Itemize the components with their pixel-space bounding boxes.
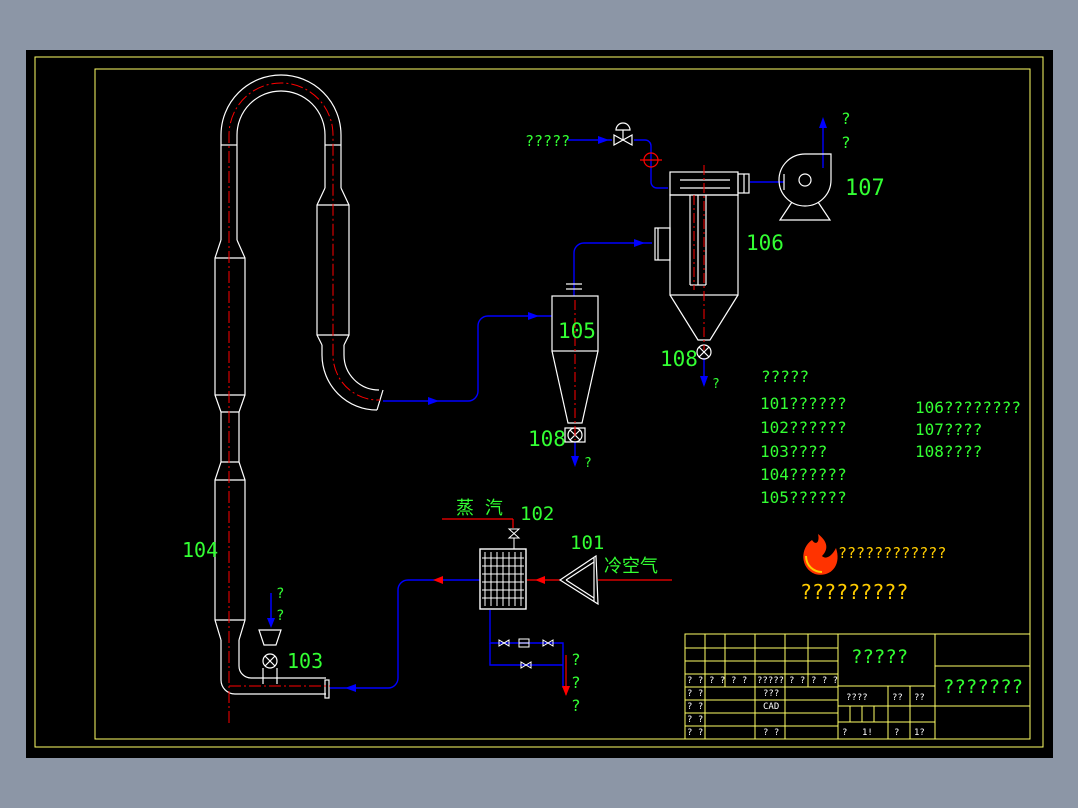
label-steam: 蒸 汽 (456, 498, 503, 519)
tb-cell: ????? (757, 676, 784, 686)
label-feed-1: ? (276, 586, 284, 602)
tb-bottom: 1? (914, 728, 925, 738)
drying-tube-104 (214, 74, 384, 699)
label-104: 104 (182, 538, 218, 562)
equipment-labels: 104 103 102 101 105 108 108 106 107 (182, 176, 885, 673)
label-103: 103 (287, 649, 323, 673)
stream-labels: 蒸 汽 冷空气 ????? ? ? ? ? ? ? ? ? ? (276, 109, 851, 715)
legend-item: 106???????? (915, 398, 1021, 417)
feeder-103 (258, 629, 282, 684)
company-name: ??????? (943, 676, 1023, 698)
tb-bottom: ? (894, 728, 899, 738)
tb-cell: ? ? (687, 689, 703, 699)
legend-item: 108???? (915, 442, 982, 461)
drawing-sheet (26, 50, 1053, 758)
fan-107 (778, 153, 832, 221)
scale-b: ?? (914, 693, 925, 703)
air-filter-101 (558, 554, 599, 606)
tb-cell: ? ? (687, 702, 703, 712)
label-feed-2: ? (276, 608, 284, 624)
feed-inlet-arrow (267, 593, 275, 628)
scale-a: ?? (892, 693, 903, 703)
label-out106: ? (712, 377, 720, 392)
tb-cell: ??? (763, 689, 779, 699)
label-out105: ? (584, 456, 592, 471)
red-flow-arrows (433, 576, 570, 696)
heater-102 (479, 528, 527, 610)
label-cold-air: 冷空气 (604, 556, 658, 577)
label-107: 107 (845, 176, 885, 201)
tb-cell: ? ? ? (811, 676, 838, 686)
legend-item: 105?????? (760, 488, 847, 507)
label-drain-1: ? (571, 650, 581, 669)
legend-item: 107???? (915, 420, 982, 439)
label-106: 106 (746, 231, 784, 255)
tb-cell: CAD (763, 702, 779, 712)
bag-filter-106 (654, 171, 750, 360)
tb-bottom: ? (842, 728, 847, 738)
scale-label: ???? (846, 693, 868, 703)
tb-cell: ? ? (709, 676, 725, 686)
label-108-filter: 108 (660, 347, 698, 371)
legend-item: 104?????? (760, 465, 847, 484)
legend: ????? 101?????? 102?????? 103???? 104???… (760, 367, 1021, 507)
inner-frame (94, 68, 1031, 740)
logo-line2: ????????? (800, 580, 908, 604)
inlet-valve (613, 122, 662, 168)
label-drain-2: ? (571, 673, 581, 692)
title-block-text: ????? ??????? ? ? ? ? ? ? ????? ? ? ? ? … (687, 646, 1023, 738)
label-exhaust-1: ? (841, 109, 851, 128)
label-exhaust-2: ? (841, 133, 851, 152)
outer-frame (34, 56, 1044, 748)
tb-cell: ? ? (687, 728, 703, 738)
title-block (684, 633, 1031, 740)
tb-cell: ? ? (731, 676, 747, 686)
label-drain-3: ? (571, 696, 581, 715)
legend-item: 103???? (760, 442, 827, 461)
tb-cell: ? ? (687, 715, 703, 725)
tb-cell: ? ? (763, 728, 779, 738)
flame-swirl (805, 555, 823, 573)
tb-bottom: 1! (862, 728, 873, 738)
label-105: 105 (558, 319, 596, 343)
label-102: 102 (520, 503, 554, 525)
legend-title: ????? (761, 367, 809, 386)
legend-item: 102?????? (760, 418, 847, 437)
tb-cell: ? ? (789, 676, 805, 686)
tb-cell: ? ? (687, 676, 703, 686)
label-101: 101 (570, 532, 604, 554)
flow-arrows (345, 117, 827, 692)
label-top-inlet: ????? (525, 132, 570, 150)
legend-item: 101?????? (760, 394, 847, 413)
flame-icon (803, 534, 838, 575)
drawing-name: ????? (851, 646, 908, 668)
drain-valves (498, 638, 554, 669)
bag-filter-centerlines (693, 165, 705, 350)
drying-tube-centerline (228, 82, 381, 723)
label-108-cyclone: 108 (528, 427, 566, 451)
company-logo: ???????????? ????????? (800, 534, 946, 604)
logo-line1: ???????????? (838, 544, 946, 562)
